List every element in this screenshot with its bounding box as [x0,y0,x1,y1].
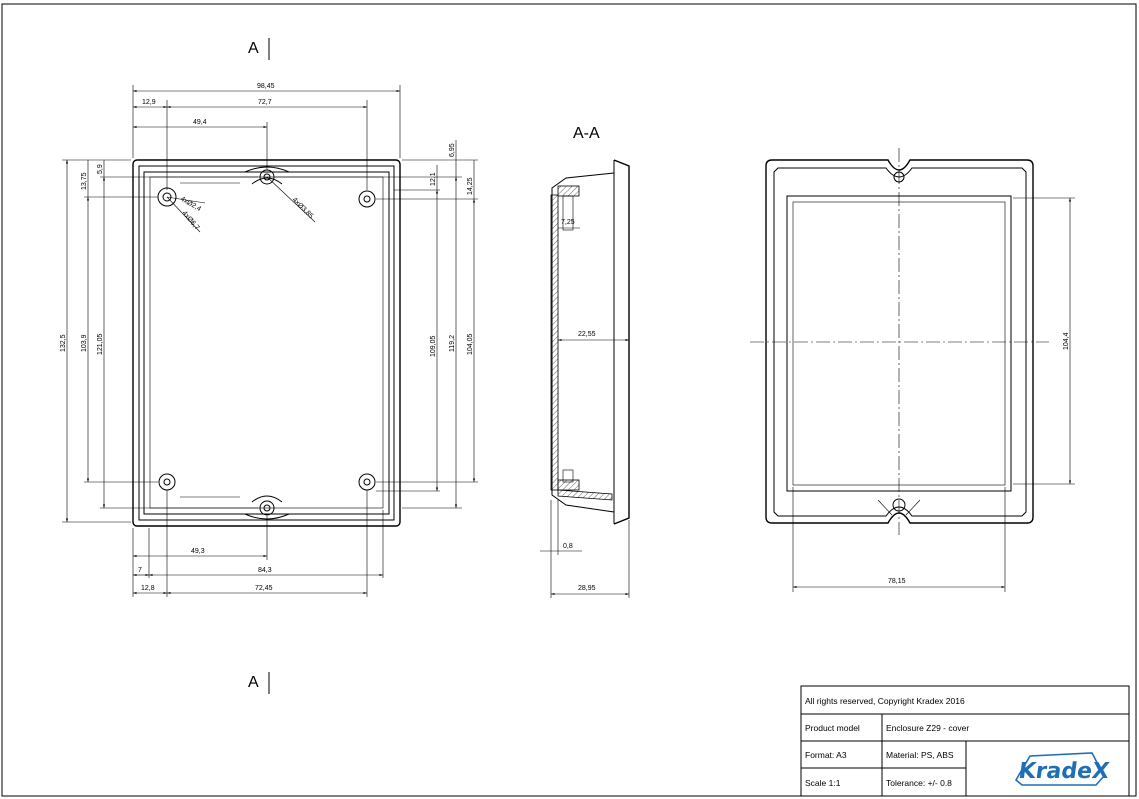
format-text: Format: A3 [805,750,847,760]
dim-left-13-75: 13,75 [81,172,88,190]
callout-hole-large: 4xØ3,85 [291,196,315,220]
dim-height-132-5: 132,5 [60,334,67,352]
dim-back-width: 78,15 [888,578,906,585]
section-letter-top: A [248,40,259,57]
section-letter-bottom: A [248,674,259,691]
scale-text: Scale 1:1 [805,778,841,788]
callout-hole-small: 4xØ2,4 [179,196,202,213]
dim-bottom-offset: 12,8 [141,585,155,592]
screw-hole-bl [158,473,176,491]
screw-hole-br [358,473,376,491]
copyright-text: All rights reserved, Copyright Kradex 20… [805,696,965,706]
dim-lip: 0,8 [563,543,573,550]
product-label: Product model [805,723,860,733]
section-marker-top: A [248,38,270,60]
dim-right-6-95: 6,95 [449,143,456,157]
dim-back-height: 104,4 [1063,332,1070,350]
dim-right-12-1: 12,1 [430,172,437,186]
kradex-logo: KradeX [1014,752,1111,786]
dim-right-119-2: 119,2 [449,335,456,352]
dim-hole-span-bottom: 84,3 [258,567,272,574]
dim-left-5-9: 5,9 [97,164,104,174]
dim-overall-width: 98,45 [257,83,275,90]
dim-offset-left: 12,9 [142,99,156,106]
tolerance-text: Tolerance: +/- 0.8 [886,778,952,788]
dim-height-103-9: 103,9 [81,334,88,352]
section-title: A-A [573,125,600,142]
screw-hole-tr [358,190,376,208]
front-view: 98,45 12,9 72,7 49,4 49,3 7 84,3 12,8 72… [60,83,478,597]
dim-right-14-25: 14,25 [467,177,474,195]
sheet-border [1,3,1137,797]
dim-height-121-05: 121,05 [97,333,104,355]
section-view: 22,55 7,25 0,8 28,95 [540,159,630,598]
product-value: Enclosure Z29 - cover [886,723,969,733]
dim-bottom-to-hole: 49,3 [191,548,205,555]
back-view: 104,4 78,15 [750,148,1075,592]
material-text: Material: PS, ABS [886,750,954,760]
dim-right-109-05: 109,05 [430,335,437,357]
callout-hole-cb: 4xØ6,7 [180,210,200,232]
dim-right-104-05: 104,05 [467,333,474,355]
dim-offset-small: 7 [138,567,142,574]
dim-wall: 7,25 [561,219,575,226]
dim-hole-span-top: 72,7 [258,99,272,106]
dim-total: 28,95 [578,585,596,592]
title-block: All rights reserved, Copyright Kradex 20… [800,685,1130,797]
section-marker-bottom: A [248,672,270,694]
dim-depth: 22,55 [578,331,596,338]
screw-hole-bc [259,500,275,516]
dim-to-top-hole: 49,4 [193,119,207,126]
logo-text: KradeX [1017,758,1111,784]
dim-bottom-span: 72,45 [255,585,273,592]
